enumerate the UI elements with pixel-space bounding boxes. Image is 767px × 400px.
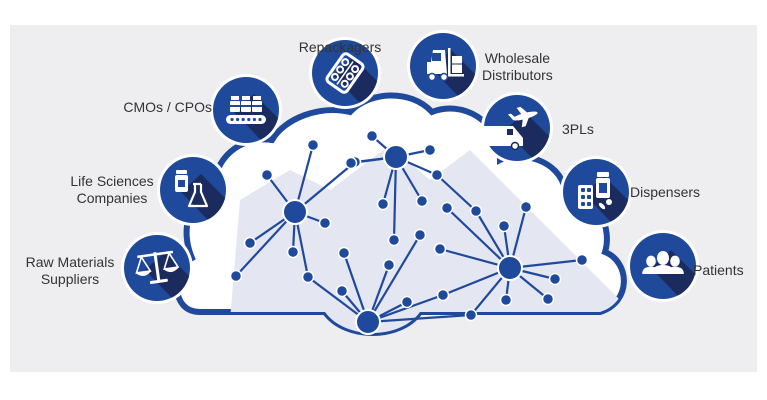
network-node: [318, 216, 332, 230]
network-node: [286, 245, 300, 259]
network-node: [541, 292, 555, 306]
network-node: [430, 168, 444, 182]
stakeholder-3pls: [481, 92, 553, 164]
stakeholder-raw-materials-suppliers: [121, 232, 193, 304]
label-life-sciences-companies: Life Sciences Companies: [70, 173, 154, 206]
blister-pack-icon: [325, 52, 365, 94]
network-hub: [383, 144, 409, 170]
label-repackagers: Repackagers: [298, 39, 382, 55]
forklift-icon: [427, 48, 464, 82]
network-node: [382, 258, 396, 272]
stakeholder-cmos-cpos: [210, 74, 282, 146]
pills-bottle-icon: [578, 172, 612, 210]
label-patients: Patients: [693, 262, 744, 278]
people-icon: [642, 251, 684, 274]
network-node: [499, 293, 513, 307]
plane-truck-icon: [484, 106, 538, 151]
network-link: [367, 293, 444, 324]
network-edge: [235, 211, 296, 277]
stakeholder-life-sciences-companies: [157, 154, 229, 226]
network-edge: [446, 207, 511, 269]
network-node: [376, 197, 390, 211]
stakeholder-dispensers: [560, 156, 632, 228]
network-node: [301, 270, 315, 284]
network-hub: [355, 309, 381, 335]
stakeholder-repackagers: [309, 37, 381, 109]
network-node: [387, 233, 401, 247]
network-edge: [392, 156, 398, 241]
network-link: [436, 174, 477, 212]
network-graph: [229, 129, 589, 335]
network-node: [306, 138, 320, 152]
network-node: [415, 194, 429, 208]
network-edge: [367, 234, 421, 323]
network-hub: [282, 199, 308, 225]
network-node: [440, 201, 454, 215]
label-cmos-cpos: CMOs / CPOs: [123, 99, 212, 115]
network-node: [497, 219, 511, 233]
network-node: [436, 288, 450, 302]
bottle-flask-icon: [175, 170, 209, 208]
network-node: [344, 156, 358, 170]
scales-icon: [135, 250, 180, 284]
network-edge: [367, 313, 472, 324]
stakeholder-patients: [627, 230, 699, 302]
network-node: [229, 269, 243, 283]
network-node: [243, 236, 257, 250]
network-node: [433, 242, 447, 256]
network-node: [575, 253, 589, 267]
network-node: [400, 295, 414, 309]
network-node: [423, 143, 437, 157]
network-node: [519, 200, 533, 214]
network-node: [413, 228, 427, 242]
label-raw-materials-suppliers: Raw Materials Suppliers: [25, 254, 115, 287]
network-node: [335, 284, 349, 298]
label-dispensers: Dispensers: [630, 184, 701, 200]
network-node: [337, 246, 351, 260]
network-node: [548, 272, 562, 286]
stakeholder-wholesale-distributors: [407, 30, 479, 102]
network-node: [464, 308, 478, 322]
network-node: [365, 129, 379, 143]
network-node: [260, 168, 274, 182]
label-wholesale-distributors: Wholesale Distributors: [482, 50, 553, 83]
network-hub: [497, 255, 523, 281]
network-node: [469, 204, 483, 218]
label-3pls: 3PLs: [562, 121, 594, 137]
conveyor-bottles-icon: [226, 96, 266, 124]
network-link: [294, 161, 356, 213]
